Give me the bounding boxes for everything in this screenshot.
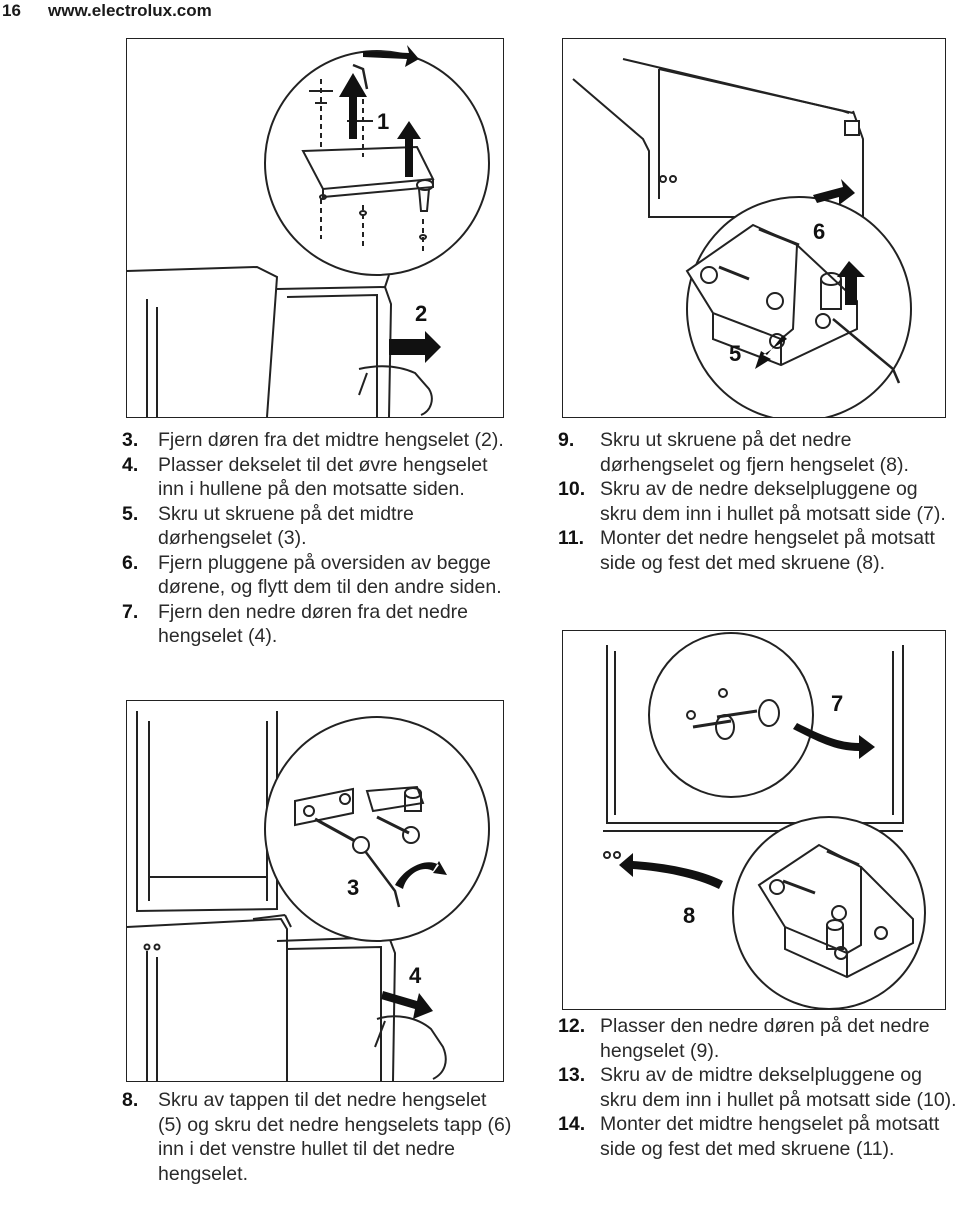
figure-lower-hinge-move: 7 8 bbox=[562, 630, 946, 1010]
list-item: 4.Plasser dekselet til det øvre hengsele… bbox=[122, 453, 488, 501]
page-number: 16 bbox=[2, 1, 21, 20]
list-item: 10.Skru av de nedre dekselpluggene og sk… bbox=[558, 478, 946, 525]
list-item: 6.Fjern pluggene på oversiden av begge d… bbox=[122, 551, 502, 599]
steps-list-12-14: 12.Plasser den nedre døren på det nedre … bbox=[558, 1014, 958, 1161]
list-item: 13.Skru av de midtre dekselpluggene og s… bbox=[558, 1064, 957, 1111]
steps-list-3-7: 3.Fjern døren fra det midtre hengselet (… bbox=[122, 428, 514, 649]
illustration-middle-hinge: 3 4 bbox=[127, 711, 490, 1081]
page-header: 16 www.electrolux.com bbox=[0, 0, 212, 22]
callout-7: 7 bbox=[831, 691, 843, 716]
figure-middle-hinge: 3 4 bbox=[126, 700, 504, 1082]
callout-4: 4 bbox=[409, 963, 422, 988]
callout-8: 8 bbox=[683, 903, 695, 928]
steps-list-9-11: 9.Skru ut skruene på det nedre dørhengse… bbox=[558, 428, 954, 575]
callout-1: 1 bbox=[377, 109, 389, 134]
callout-5: 5 bbox=[729, 341, 741, 366]
callout-3: 3 bbox=[347, 875, 359, 900]
list-item: 14.Monter det midtre hengselet på motsat… bbox=[558, 1113, 940, 1160]
list-item: 5.Skru ut skruene på det midtre dørhengs… bbox=[122, 502, 414, 550]
illustration-lower-hinge-pin: 6 5 bbox=[572, 58, 912, 417]
list-item: 3.Fjern døren fra det midtre hengselet (… bbox=[122, 429, 504, 451]
list-item: 12.Plasser den nedre døren på det nedre … bbox=[558, 1015, 930, 1062]
illustration-upper-hinge: 1 2 bbox=[127, 45, 490, 417]
callout-2: 2 bbox=[415, 301, 427, 326]
callout-6: 6 bbox=[813, 219, 825, 244]
website-label: www.electrolux.com bbox=[48, 1, 212, 20]
figure-lower-hinge-pin: 6 5 bbox=[562, 38, 946, 418]
steps-list-8: 8.Skru av tappen til det nedre hengselet… bbox=[122, 1088, 514, 1186]
illustration-lower-hinge-move: 7 8 bbox=[603, 632, 926, 1009]
list-item: 8.Skru av tappen til det nedre hengselet… bbox=[122, 1089, 512, 1185]
list-item: 9.Skru ut skruene på det nedre dørhengse… bbox=[558, 429, 909, 476]
list-item: 11.Monter det nedre hengselet på motsatt… bbox=[558, 527, 935, 574]
figure-remove-upper-door: 1 2 bbox=[126, 38, 504, 418]
list-item: 7.Fjern den nedre døren fra det nedre he… bbox=[122, 600, 469, 648]
